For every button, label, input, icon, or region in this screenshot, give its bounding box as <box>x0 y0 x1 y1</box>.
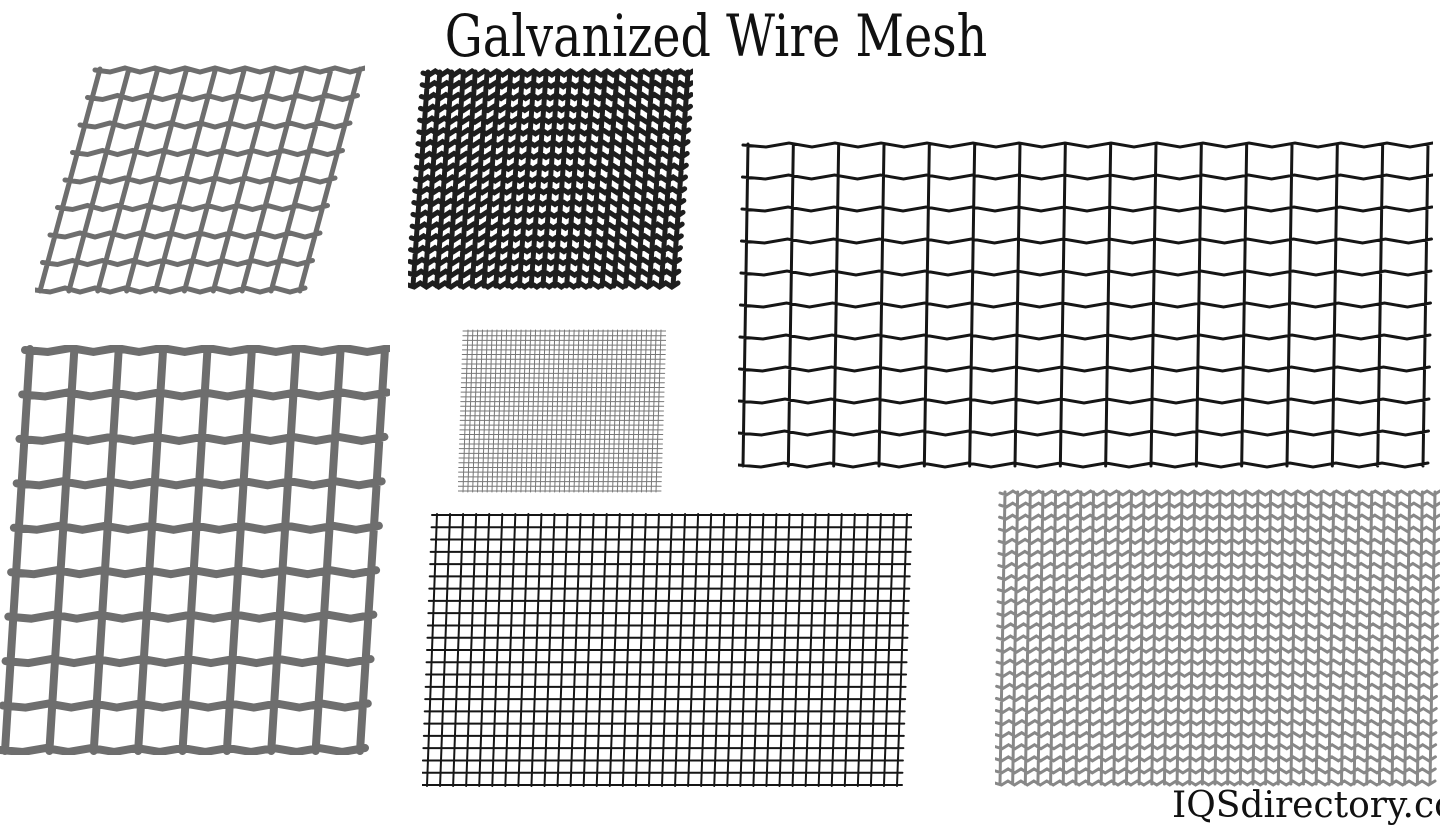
crimped-mesh-small-steel <box>35 65 365 295</box>
dense-black-mesh <box>408 68 693 290</box>
mesh-wires <box>422 513 912 787</box>
mesh-wires <box>995 489 1440 787</box>
watermark-text: IQSdirectory.com <box>1172 785 1440 826</box>
mesh-wires <box>738 141 1433 469</box>
mesh-wires <box>35 65 365 295</box>
black-square-mesh-fine <box>422 513 912 787</box>
mesh-wires <box>408 68 693 290</box>
crimped-mesh-large-steel <box>0 345 390 755</box>
black-square-mesh-large <box>738 141 1433 469</box>
mesh-wires <box>458 329 666 493</box>
fine-mesh-small <box>458 329 666 493</box>
mesh-wires <box>0 345 390 755</box>
page-title: Galvanized Wire Mesh <box>444 2 988 70</box>
steel-woven-mesh <box>995 489 1440 787</box>
